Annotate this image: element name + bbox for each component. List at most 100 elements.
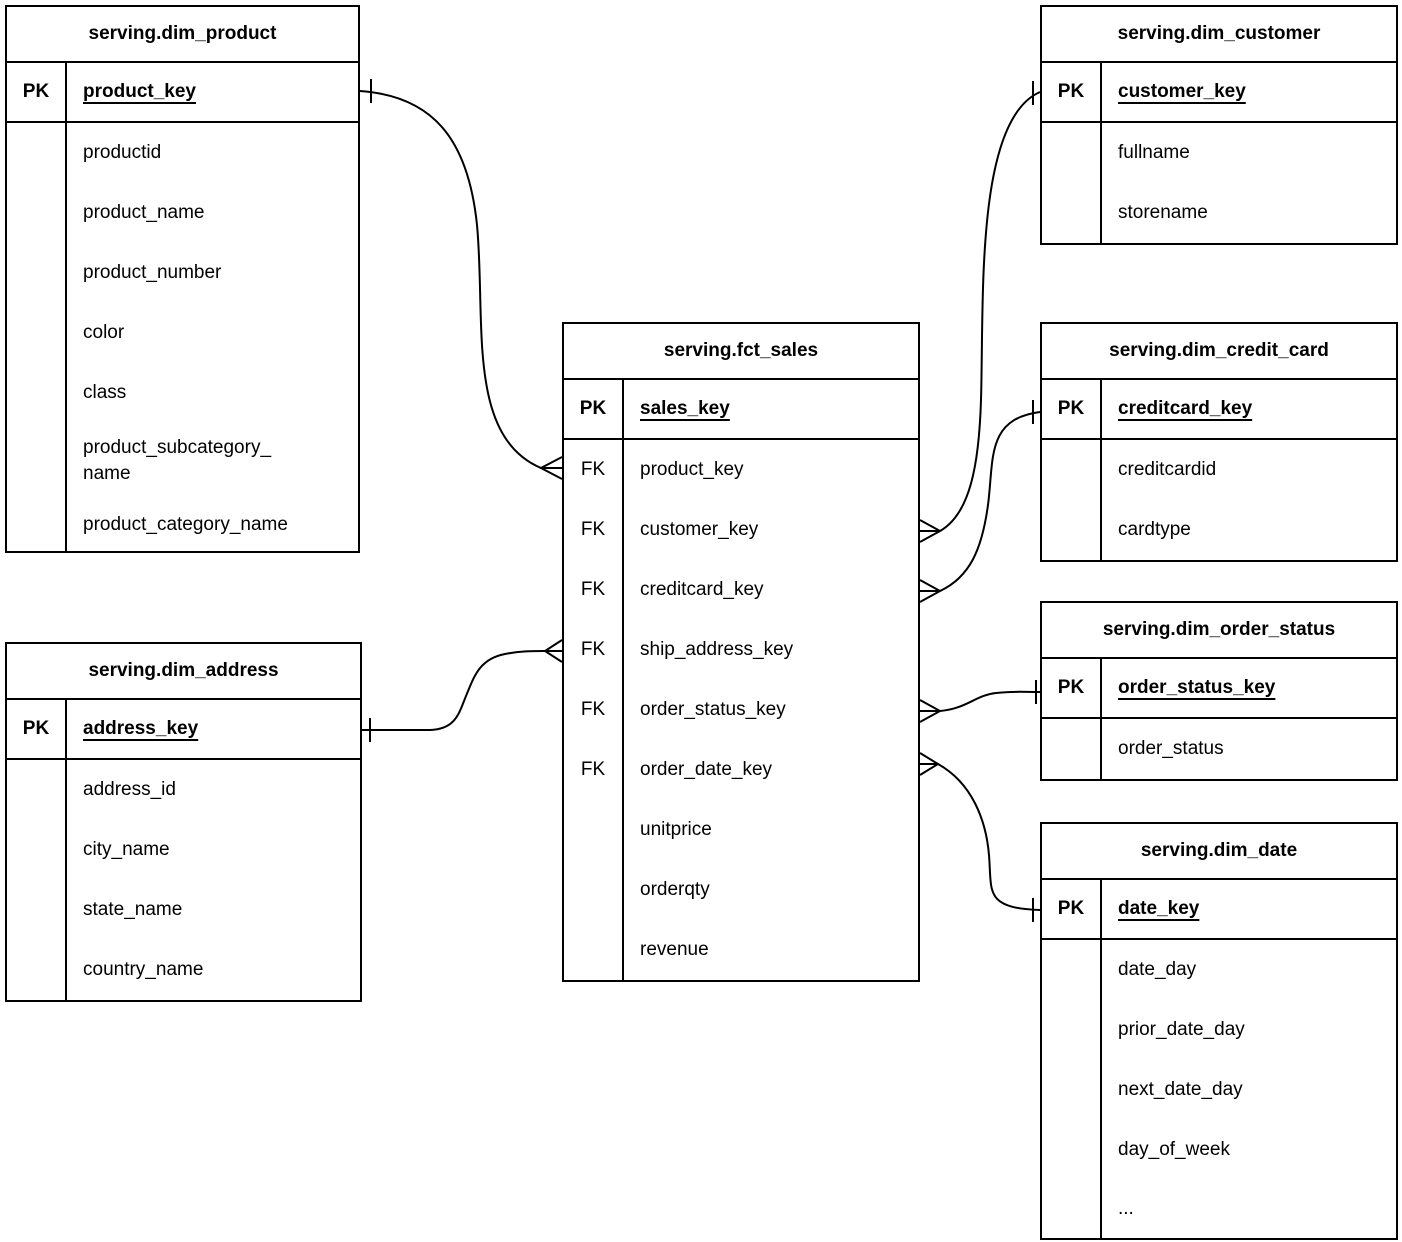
field-row: address_id: [83, 779, 176, 800]
field-row: creditcard_key: [640, 579, 764, 600]
field-row: next_date_day: [1118, 1079, 1243, 1100]
pk-label: PK: [1042, 380, 1102, 438]
pk-row: PK date_key: [1042, 880, 1396, 940]
entity-fct-sales: serving.fct_sales PK sales_key FK FK FK …: [562, 322, 920, 982]
fk-label: FK: [580, 639, 606, 660]
pk-field-name: product_key: [83, 81, 196, 102]
key-column: [1042, 719, 1102, 779]
pk-field-name: sales_key: [640, 398, 730, 419]
pk-row: PK customer_key: [1042, 63, 1396, 123]
table-title: serving.dim_product: [7, 7, 358, 63]
fk-label: FK: [580, 459, 606, 480]
pk-label: PK: [564, 380, 624, 438]
field-row: creditcardid: [1118, 459, 1217, 480]
fk-label: FK: [580, 579, 606, 600]
field-column: fullname storename: [1102, 123, 1396, 243]
field-row: cardtype: [1118, 519, 1191, 540]
field-column: creditcardid cardtype: [1102, 440, 1396, 560]
table-title: serving.dim_address: [7, 644, 360, 700]
relationship-creditcard: [919, 400, 1041, 603]
relationship-customer: [919, 81, 1041, 543]
relationship-ship-address: [362, 639, 563, 742]
relationship-line: [937, 763, 1041, 911]
entity-dim-address: serving.dim_address PK address_key addre…: [5, 642, 362, 1002]
key-column: [1042, 440, 1102, 560]
field-column: address_id city_name state_name country_…: [67, 760, 360, 1000]
crow-foot-many-marker: [543, 639, 563, 663]
relationship-line: [939, 91, 1041, 532]
field-row: orderqty: [640, 879, 710, 900]
field-row: revenue: [640, 939, 709, 960]
key-column: [1042, 940, 1102, 1238]
field-row: customer_key: [640, 519, 759, 540]
pk-label: PK: [1042, 63, 1102, 121]
field-row: productid: [83, 142, 162, 163]
field-row: city_name: [83, 839, 170, 860]
pk-label: PK: [1042, 659, 1102, 717]
relationship-order-status: [919, 680, 1041, 723]
pk-field-name: creditcard_key: [1118, 398, 1253, 419]
field-row: fullname: [1118, 142, 1190, 163]
crow-foot-many-marker: [919, 579, 943, 603]
field-row: day_of_week: [1118, 1139, 1230, 1160]
relationship-line: [362, 650, 546, 731]
field-column: productid product_name product_number co…: [67, 123, 358, 551]
table-title: serving.fct_sales: [564, 324, 918, 380]
field-row: order_status: [1118, 738, 1224, 759]
field-row: country_name: [83, 959, 204, 980]
field-row: date_day: [1118, 959, 1197, 980]
fk-label: [564, 860, 622, 920]
fk-label: [564, 920, 622, 980]
relationship-line: [939, 690, 1041, 712]
crow-foot-many-marker: [919, 699, 943, 723]
pk-row: PK creditcard_key: [1042, 380, 1396, 440]
field-row: class: [83, 382, 127, 403]
key-column: [7, 760, 67, 1000]
fk-label: [564, 800, 622, 860]
fk-label: FK: [580, 699, 606, 720]
table-title: serving.dim_credit_card: [1042, 324, 1396, 380]
field-column: product_key customer_key creditcard_key …: [624, 440, 918, 980]
field-row: product_subcategory_ name: [83, 437, 272, 484]
pk-field-name: address_key: [83, 718, 199, 739]
field-column: order_status: [1102, 719, 1396, 779]
relationship-line: [939, 411, 1041, 592]
relationship-product: [359, 79, 563, 480]
pk-field-name: order_status_key: [1118, 677, 1276, 698]
crow-foot-many-marker: [919, 519, 943, 543]
pk-field-name: date_key: [1118, 898, 1200, 919]
table-title: serving.dim_customer: [1042, 7, 1396, 63]
pk-row: PK address_key: [7, 700, 360, 760]
entity-dim-order-status: serving.dim_order_status PK order_status…: [1040, 601, 1398, 781]
field-row: order_status_key: [640, 699, 786, 720]
field-row: product_key: [640, 459, 744, 480]
pk-field-name: customer_key: [1118, 81, 1246, 102]
fk-label: FK: [580, 519, 606, 540]
pk-row: PK product_key: [7, 63, 358, 123]
key-column: [1042, 123, 1102, 243]
field-column: date_day prior_date_day next_date_day da…: [1102, 940, 1396, 1238]
entity-dim-product: serving.dim_product PK product_key produ…: [5, 5, 360, 553]
pk-row: PK order_status_key: [1042, 659, 1396, 719]
field-row: product_number: [83, 262, 222, 283]
field-row: ...: [1118, 1198, 1134, 1219]
table-body: productid product_name product_number co…: [7, 123, 358, 551]
field-row: storename: [1118, 202, 1208, 223]
pk-label: PK: [7, 63, 67, 121]
entity-dim-date: serving.dim_date PK date_key date_day pr…: [1040, 822, 1398, 1240]
pk-row: PK sales_key: [564, 380, 918, 440]
table-body: address_id city_name state_name country_…: [7, 760, 360, 1000]
key-column: [7, 123, 67, 551]
crow-foot-many-marker: [538, 456, 563, 480]
table-body: FK FK FK FK FK FK product_key customer_k…: [564, 440, 918, 980]
relationship-line: [359, 90, 542, 469]
entity-dim-credit-card: serving.dim_credit_card PK creditcard_ke…: [1040, 322, 1398, 562]
fk-label: FK: [580, 759, 606, 780]
table-title: serving.dim_date: [1042, 824, 1396, 880]
entity-dim-customer: serving.dim_customer PK customer_key ful…: [1040, 5, 1398, 245]
table-body: creditcardid cardtype: [1042, 440, 1396, 560]
key-column: FK FK FK FK FK FK: [564, 440, 624, 980]
relationship-order-date: [919, 752, 1041, 922]
field-row: product_category_name: [83, 514, 288, 535]
table-body: fullname storename: [1042, 123, 1396, 243]
